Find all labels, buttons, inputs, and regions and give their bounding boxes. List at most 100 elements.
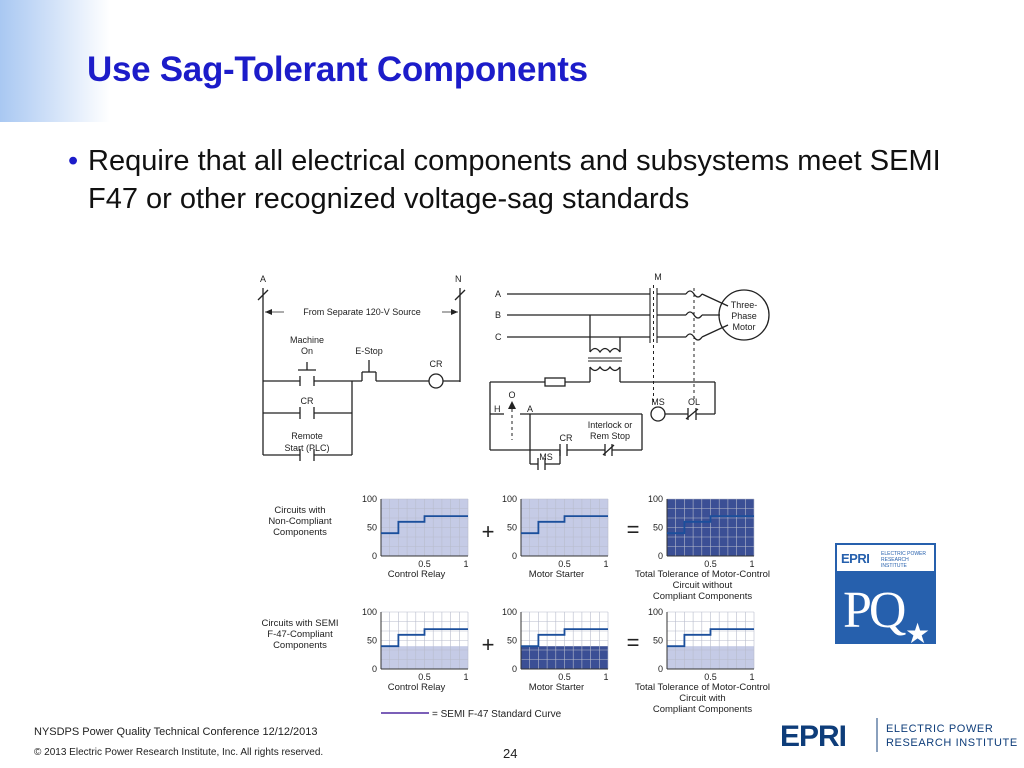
- label-a: A: [260, 274, 266, 284]
- pq-logo-header: EPRI ELECTRIC POWER RESEARCH INSTITUTE: [837, 545, 934, 571]
- epri-logo: EPRI ELECTRIC POWER RESEARCH INSTITUTE: [780, 718, 1017, 754]
- label-h: H: [494, 404, 501, 414]
- pq-logo: EPRI ELECTRIC POWER RESEARCH INSTITUTE P…: [835, 543, 936, 649]
- x-tick-label: 0.5: [558, 672, 571, 682]
- transformer-primary: [589, 347, 621, 354]
- control-fuse: [544, 377, 566, 387]
- label-phase-c: C: [495, 332, 502, 342]
- legend-text: = SEMI F-47 Standard Curve: [432, 709, 562, 720]
- motor-label-3: Motor: [732, 322, 755, 332]
- row-label-line: Components: [273, 640, 327, 651]
- motor-lead-a: [701, 293, 729, 307]
- f47-curve: [667, 515, 754, 535]
- star-icon: ★: [905, 618, 931, 649]
- y-tick-label: 50: [653, 523, 663, 533]
- x-tick-label: 1: [463, 672, 468, 682]
- x-tick-label: 1: [463, 559, 468, 569]
- cr-contact-label: CR: [301, 396, 314, 406]
- y-tick-label: 0: [512, 664, 517, 674]
- source-label: From Separate 120-V Source: [303, 307, 421, 317]
- row-label-line: F-47-Compliant: [267, 629, 333, 640]
- plot-caption: Control Relay: [388, 569, 446, 580]
- plus-operator: +: [482, 519, 495, 544]
- label-n: N: [455, 274, 462, 284]
- ol-label: OL: [688, 397, 700, 407]
- right-fuse-mark: [454, 289, 466, 301]
- y-tick-label: 0: [512, 551, 517, 561]
- cr-coil: [428, 373, 444, 389]
- epri-logo-word: EPRI: [780, 720, 847, 753]
- equals-operator: =: [627, 630, 640, 655]
- footer-copyright: © 2013 Electric Power Research Institute…: [34, 747, 324, 758]
- arrow-left: [265, 309, 272, 315]
- f47-curve: [521, 628, 608, 648]
- y-tick-label: 100: [648, 607, 663, 617]
- plot-caption: Total Tolerance of Motor-Control: [635, 569, 770, 580]
- y-tick-label: 100: [362, 494, 377, 504]
- label-m: M: [654, 272, 662, 282]
- y-tick-label: 50: [653, 636, 663, 646]
- control-circuit-schematic: A N From Separate 120-V Source Machine O…: [257, 274, 466, 461]
- pq-logo-mark: PQ: [843, 582, 907, 639]
- y-tick-label: 100: [362, 607, 377, 617]
- plot-caption: Compliant Components: [653, 591, 753, 602]
- ms-coil: [650, 406, 666, 422]
- y-tick-label: 50: [507, 636, 517, 646]
- f47-curve: [521, 515, 608, 535]
- epri-logo-name: ELECTRIC POWER RESEARCH INSTITUTE: [886, 722, 1018, 750]
- remote-label-2: Start (PLC): [284, 443, 329, 453]
- y-tick-label: 50: [367, 523, 377, 533]
- y-tick-label: 50: [507, 523, 517, 533]
- interlock-label-2: Rem Stop: [590, 431, 630, 441]
- hoa-arrow: [508, 401, 516, 409]
- page-number: 24: [503, 746, 518, 761]
- x-tick-label: 1: [603, 672, 608, 682]
- f47-curve: [381, 515, 468, 535]
- motor-label-2: Phase: [731, 311, 757, 321]
- label-a2: A: [527, 404, 533, 414]
- three-phase-motor: [718, 289, 770, 341]
- power-circuit-schematic: M A B C Three- Phase Motor: [489, 272, 770, 470]
- interlock-slash: [602, 444, 615, 456]
- row-label-line: Non-Compliant: [268, 516, 332, 527]
- arrow-right: [451, 309, 458, 315]
- x-tick-label: 1: [603, 559, 608, 569]
- equals-operator: =: [627, 517, 640, 542]
- cr-coil-label: CR: [430, 359, 443, 369]
- interlock-label-1: Interlock or: [588, 420, 633, 430]
- ol-contact-slash: [685, 408, 699, 420]
- epri-logo-line2: RESEARCH INSTITUTE: [886, 737, 1018, 749]
- f47-curve: [667, 628, 754, 648]
- pq-logo-subtitle: ELECTRIC POWER RESEARCH INSTITUTE: [881, 551, 927, 569]
- footer-conference: NYSDPS Power Quality Technical Conferenc…: [34, 726, 318, 738]
- motor-label-1: Three-: [731, 300, 758, 310]
- epri-logo-line1: ELECTRIC POWER: [886, 723, 994, 735]
- y-tick-label: 0: [658, 551, 663, 561]
- machine-on-label-2: On: [301, 346, 313, 356]
- cr-aux-label: CR: [560, 433, 573, 443]
- y-tick-label: 0: [372, 551, 377, 561]
- plot-caption: Circuit without: [673, 580, 733, 591]
- ms-coil-label: MS: [651, 397, 665, 407]
- motor-lead-c: [701, 324, 729, 338]
- plot-caption: Control Relay: [388, 682, 446, 693]
- row-label-line: Circuits with: [274, 505, 325, 516]
- x-tick-label: 1: [749, 559, 754, 569]
- plus-operator: +: [482, 632, 495, 657]
- estop-label: E-Stop: [355, 346, 383, 356]
- x-tick-label: 0.5: [704, 559, 717, 569]
- plot-caption: Motor Starter: [529, 569, 584, 580]
- plot-caption: Compliant Components: [653, 704, 753, 715]
- f47-curve: [381, 628, 468, 648]
- y-tick-label: 0: [658, 664, 663, 674]
- tolerance-plots: Circuits withNon-CompliantComponents1005…: [261, 494, 770, 715]
- row-label-line: Circuits with SEMI: [261, 618, 338, 629]
- x-tick-label: 0.5: [704, 672, 717, 682]
- x-tick-label: 1: [749, 672, 754, 682]
- label-o: O: [508, 390, 515, 400]
- ms-aux-label: MS: [539, 452, 553, 462]
